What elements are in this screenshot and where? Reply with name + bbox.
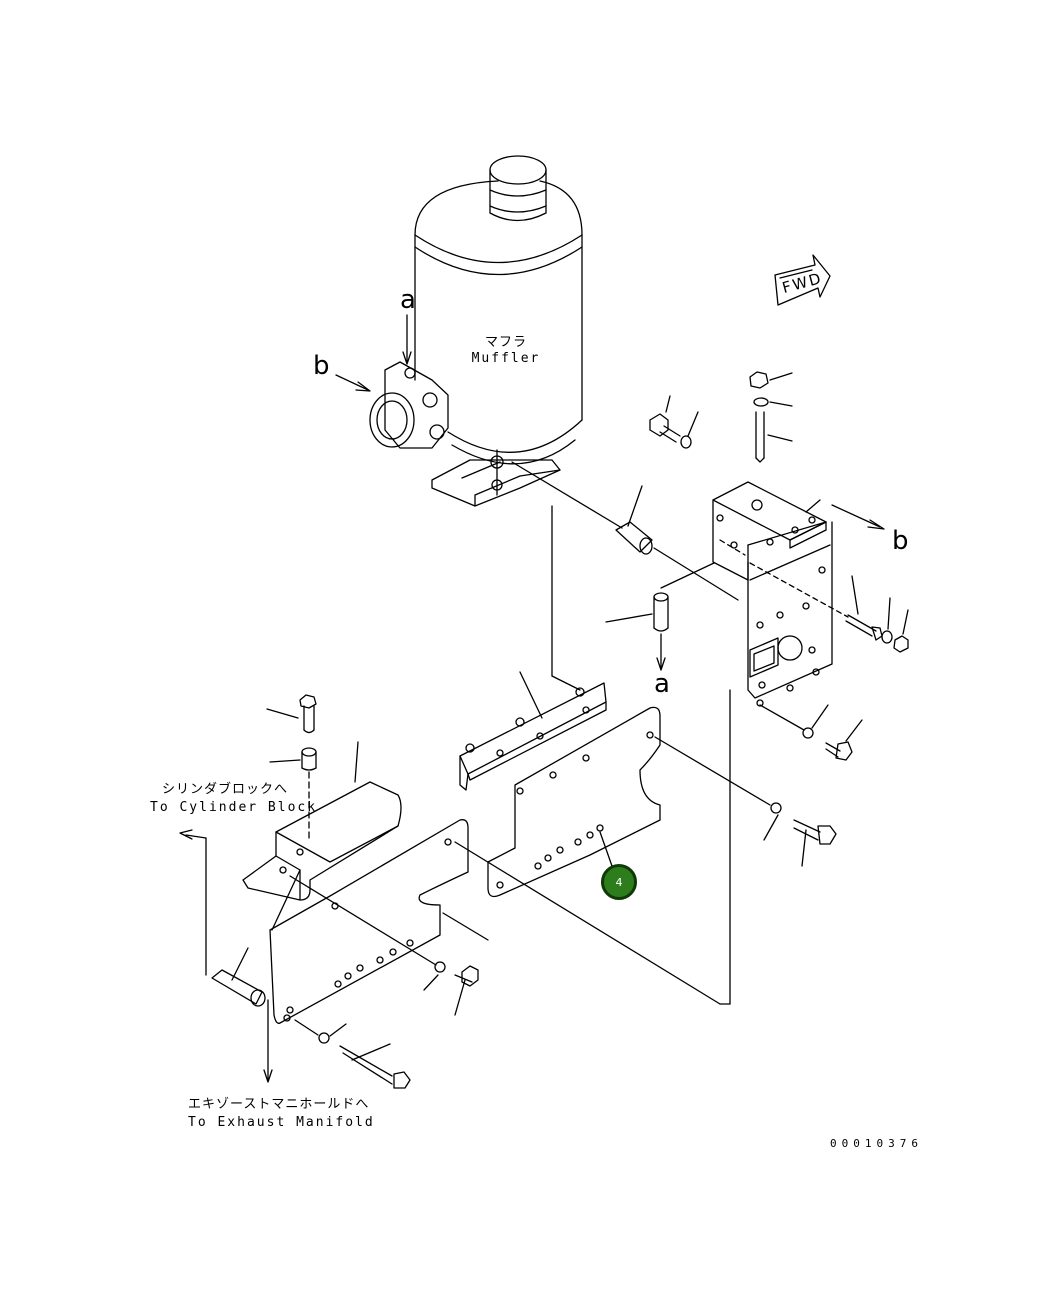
muffler-label-en: Muffler xyxy=(471,351,541,366)
ref-letter-a-bottom: a xyxy=(654,669,670,699)
ref-letter-a-top: a xyxy=(400,285,416,315)
muffler xyxy=(369,155,583,507)
cylinder-block-label-en: To Cylinder Block xyxy=(150,800,318,815)
center-brackets xyxy=(454,505,837,1005)
fwd-arrow-icon xyxy=(774,254,831,306)
part-callout-number: 4 xyxy=(615,875,623,889)
right-hardware xyxy=(511,371,909,1005)
ref-letter-b-right: b xyxy=(892,526,909,556)
muffler-label-jp: マフラ xyxy=(484,335,527,350)
exhaust-manifold-label-en: To Exhaust Manifold xyxy=(188,1115,375,1130)
drawing-number: 00010376 xyxy=(830,1137,923,1150)
cylinder-block-label-jp: シリンダブロックへ xyxy=(161,782,288,797)
part-callout-4[interactable]: 4 xyxy=(601,864,637,900)
left-brackets xyxy=(179,694,489,1089)
exhaust-manifold-label-jp: エキゾーストマニホールドへ xyxy=(188,1097,370,1112)
ref-letter-b-left: b xyxy=(313,351,330,381)
ref-arrows-muffler xyxy=(335,314,412,392)
